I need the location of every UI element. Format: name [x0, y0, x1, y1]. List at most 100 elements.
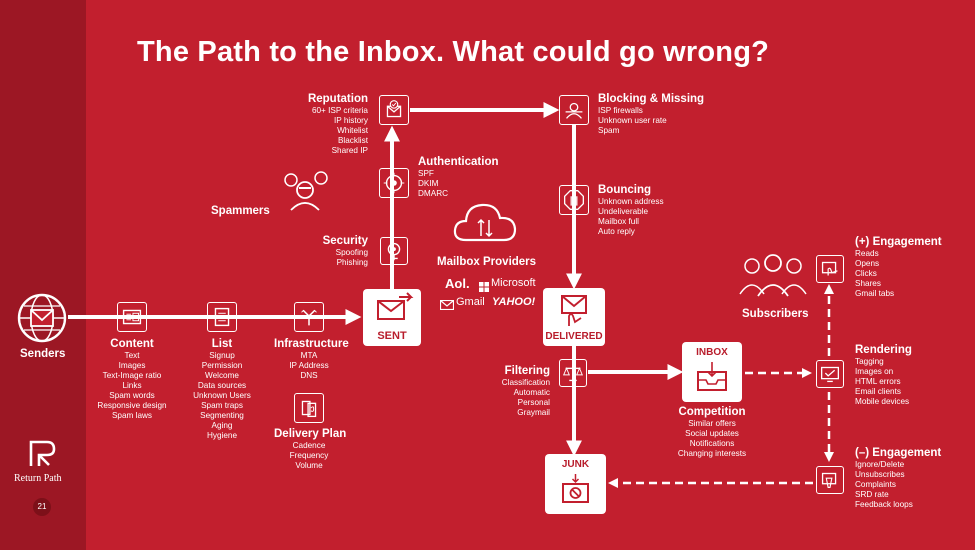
reputation-icon: [379, 95, 409, 125]
rendering-item: Mobile devices: [855, 397, 910, 406]
infrastructure-icon: [294, 302, 324, 332]
neg-engagement-item: SRD rate: [855, 490, 889, 499]
bouncing-title: Bouncing: [598, 184, 652, 196]
list-icon: [207, 302, 237, 332]
authentication-icon: [379, 168, 409, 198]
security-item: Spoofing: [335, 248, 368, 257]
reputation-title: Reputation: [307, 93, 368, 105]
neg-engagement-title: (–) Engagement: [855, 447, 942, 459]
mailbox-providers-title: Mailbox Providers: [437, 256, 537, 268]
list-item: Permission: [201, 361, 243, 370]
sent-envelope-icon: [377, 292, 414, 320]
security-title: Security: [322, 235, 368, 247]
content-item: Text-Image ratio: [102, 371, 162, 380]
filtering-item: Classification: [501, 378, 550, 387]
competition-list: Similar offers Social updates Notificati…: [662, 419, 762, 459]
list-title: List: [211, 338, 233, 350]
pos-engagement-list: Reads Opens Clicks Shares Gmail tabs: [855, 249, 894, 299]
sent-label: SENT: [377, 330, 407, 342]
delivery-plan-icon: [294, 393, 324, 423]
delivery-plan-item: Volume: [295, 461, 323, 470]
rendering-item: Tagging: [855, 357, 884, 366]
junk-box: JUNK: [545, 454, 606, 514]
blocking-item: ISP firewalls: [598, 106, 643, 115]
rendering-item: HTML errors: [855, 377, 901, 386]
pos-engagement-item: Reads: [855, 249, 879, 258]
infrastructure-list: MTA IP Address DNS: [279, 351, 339, 381]
filtering-item: Graymail: [517, 408, 550, 417]
list-items: Signup Permission Welcome Data sources U…: [182, 351, 262, 441]
bouncing-item: Unknown address: [598, 197, 664, 206]
filtering-title: Filtering: [504, 365, 550, 377]
authentication-list: SPF DKIM DMARC: [418, 169, 448, 199]
blocking-item: Unknown user rate: [598, 116, 667, 125]
neg-engagement-item: Feedback loops: [855, 500, 913, 509]
bouncing-item: Undeliverable: [598, 207, 649, 216]
content-item: Text: [124, 351, 140, 360]
delivered-envelope-icon: [561, 295, 587, 326]
competition-item: Changing interests: [677, 449, 747, 458]
subscribers-title: Subscribers: [742, 308, 809, 320]
inbox-tray-icon: [697, 362, 727, 391]
content-item: Spam words: [109, 391, 155, 400]
reputation-item: Whitelist: [337, 126, 368, 135]
delivery-plan-list: Cadence Frequency Volume: [279, 441, 339, 471]
page-title: The Path to the Inbox. What could go wro…: [137, 36, 770, 68]
pos-engagement-icon: [816, 255, 844, 283]
spammers-title: Spammers: [211, 205, 270, 217]
reputation-item: Shared IP: [331, 146, 368, 155]
gmail-logo: Gmail: [456, 296, 485, 308]
authentication-item: SPF: [418, 169, 434, 178]
competition-title: Competition: [678, 406, 746, 418]
list-item: Unknown Users: [193, 391, 251, 400]
gmail-icon: [439, 297, 455, 311]
pos-engagement-item: Opens: [855, 259, 880, 268]
infrastructure-item: MTA: [300, 351, 318, 360]
content-item: Links: [122, 381, 142, 390]
inbox-box: INBOX: [682, 342, 742, 402]
competition-item: Social updates: [685, 429, 739, 438]
content-title: Content: [110, 338, 154, 350]
filtering-item: Personal: [517, 398, 550, 407]
neg-engagement-item: Unsubscribes: [855, 470, 905, 479]
reputation-item: IP history: [334, 116, 368, 125]
bouncing-icon: [559, 185, 589, 215]
delivered-box: DELIVERED: [543, 288, 605, 346]
list-item: Segmenting: [200, 411, 244, 420]
senders-title: Senders: [20, 348, 66, 360]
blocking-list: ISP firewalls Unknown user rate Spam: [598, 106, 667, 136]
infrastructure-title: Infrastructure: [274, 338, 349, 350]
junk-label: JUNK: [561, 459, 590, 470]
cloud-icon: [452, 196, 518, 246]
list-item: Welcome: [205, 371, 239, 380]
pos-engagement-title: (+) Engagement: [855, 236, 942, 248]
bouncing-list: Unknown address Undeliverable Mailbox fu…: [598, 197, 664, 237]
authentication-item: DKIM: [418, 179, 439, 188]
authentication-title: Authentication: [418, 156, 499, 168]
security-icon: [380, 237, 408, 265]
pos-engagement-item: Clicks: [855, 269, 877, 278]
content-icon: [117, 302, 147, 332]
rendering-list: Tagging Images on HTML errors Email clie…: [855, 357, 909, 407]
rendering-icon: [816, 360, 844, 388]
infrastructure-item: IP Address: [289, 361, 329, 370]
security-list: Spoofing Phishing: [300, 248, 368, 268]
reputation-list: 60+ ISP criteria IP history Whitelist Bl…: [288, 106, 368, 156]
competition-item: Notifications: [689, 439, 735, 448]
bouncing-item: Mailbox full: [598, 217, 639, 226]
blocking-item: Spam: [598, 126, 620, 135]
return-path-logo-icon: [27, 438, 57, 468]
pos-engagement-item: Gmail tabs: [855, 289, 895, 298]
reputation-item: 60+ ISP criteria: [311, 106, 368, 115]
delivery-plan-title: Delivery Plan: [274, 428, 347, 440]
junk-tray-icon: [562, 474, 589, 503]
page-number: 21: [33, 498, 51, 516]
content-item: Images: [118, 361, 146, 370]
bouncing-item: Auto reply: [598, 227, 635, 236]
blocking-icon: [559, 95, 589, 125]
filtering-item: Automatic: [513, 388, 550, 397]
authentication-item: DMARC: [418, 189, 449, 198]
competition-item: Similar offers: [688, 419, 736, 428]
delivery-plan-item: Frequency: [289, 451, 329, 460]
